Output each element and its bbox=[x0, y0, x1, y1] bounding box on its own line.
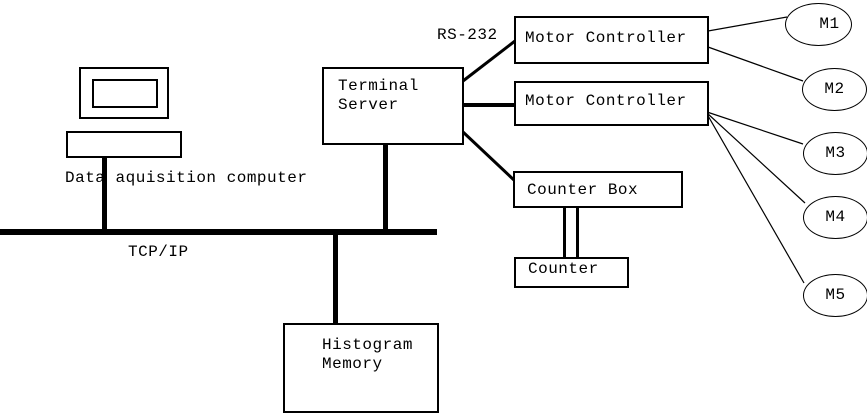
counter-box-node: Counter Box bbox=[513, 171, 683, 208]
motor-m1-node: M1 bbox=[785, 3, 852, 46]
motor-controller-1-m1-line bbox=[707, 16, 788, 32]
rs232-label: RS-232 bbox=[437, 26, 498, 44]
motor-controller-2-node: Motor Controller bbox=[514, 81, 709, 126]
motor-controller-2-m4-line bbox=[706, 112, 806, 204]
counter-node: Counter bbox=[514, 257, 629, 288]
terminal-server-label-line2: Server bbox=[338, 96, 399, 114]
terminal-server-node: Terminal Server bbox=[322, 67, 464, 145]
tcp-ip-label: TCP/IP bbox=[128, 243, 189, 261]
motor-controller-2-m5-line bbox=[706, 113, 805, 284]
histogram-memory-node: Histogram Memory bbox=[283, 323, 439, 413]
histogram-memory-label-line2: Memory bbox=[322, 355, 383, 373]
motor-m3-node: M3 bbox=[803, 132, 867, 175]
keyboard-icon bbox=[66, 131, 182, 158]
motor-controller-1-m2-line bbox=[707, 46, 804, 82]
motor-controller-2-m3-line bbox=[706, 111, 804, 145]
motor-m1-label: M1 bbox=[819, 15, 840, 33]
counter-label: Counter bbox=[528, 260, 599, 278]
motor-m4-label: M4 bbox=[825, 208, 846, 226]
motor-controller-1-label: Motor Controller bbox=[525, 29, 687, 47]
motor-m5-label: M5 bbox=[825, 286, 846, 304]
motor-controller-2-label: Motor Controller bbox=[525, 92, 687, 110]
counter-box-label: Counter Box bbox=[527, 181, 639, 199]
monitor-screen-icon bbox=[92, 79, 158, 108]
motor-m2-label: M2 bbox=[824, 80, 845, 98]
computer-label: Data aquisition computer bbox=[65, 169, 308, 187]
motor-controller-1-node: Motor Controller bbox=[514, 16, 709, 64]
motor-m4-node: M4 bbox=[803, 196, 867, 239]
motor-m2-node: M2 bbox=[802, 68, 867, 111]
terminal-server-counter-box-line bbox=[461, 130, 517, 183]
terminal-server-label-line1: Terminal bbox=[338, 77, 419, 95]
motor-m5-node: M5 bbox=[803, 274, 867, 317]
motor-m3-label: M3 bbox=[825, 144, 846, 162]
histogram-memory-label-line1: Histogram bbox=[322, 336, 413, 354]
rs232-link-motor-controller-1-line bbox=[462, 39, 516, 83]
